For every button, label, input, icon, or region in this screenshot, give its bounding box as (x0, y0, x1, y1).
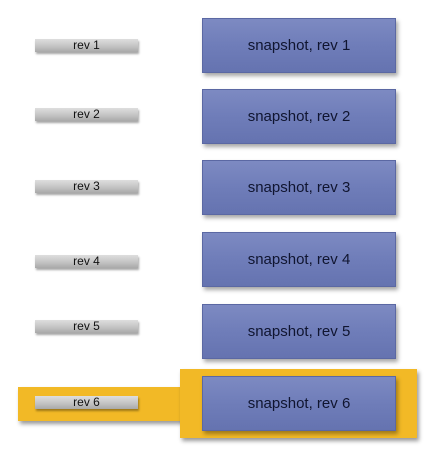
snapshot-box-4: snapshot, rev 4 (202, 232, 396, 287)
rev-label-3: rev 3 (35, 180, 138, 193)
rev-label-4: rev 4 (35, 255, 138, 268)
rev-label-1: rev 1 (35, 39, 138, 52)
snapshot-box-3: snapshot, rev 3 (202, 160, 396, 215)
snapshot-box-1: snapshot, rev 1 (202, 18, 396, 73)
snapshot-box-2: snapshot, rev 2 (202, 89, 396, 144)
rev-label-2: rev 2 (35, 108, 138, 121)
rev-label-5: rev 5 (35, 320, 138, 333)
rev-label-6: rev 6 (35, 396, 138, 409)
snapshot-box-6: snapshot, rev 6 (202, 376, 396, 431)
snapshot-box-5: snapshot, rev 5 (202, 304, 396, 359)
